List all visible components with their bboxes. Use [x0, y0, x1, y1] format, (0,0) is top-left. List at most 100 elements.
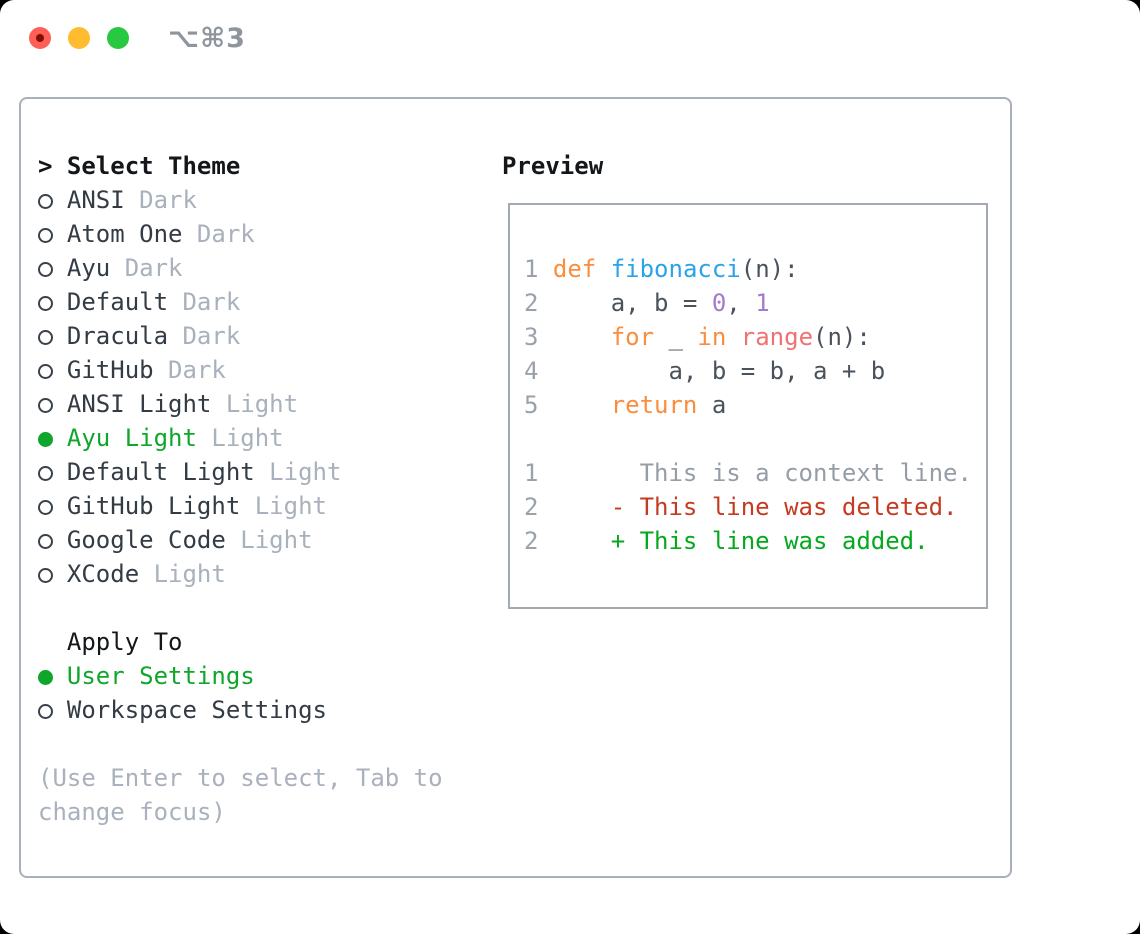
radio-marker: [38, 523, 67, 557]
theme-option-ansi-light[interactable]: ANSI Light Light: [38, 387, 488, 421]
preview-code-line: [524, 422, 972, 456]
keyboard-hint: (Use Enter to select, Tab to change focu…: [38, 764, 443, 826]
theme-option-atom-one[interactable]: Atom One Dark: [38, 217, 488, 251]
theme-name-label: Atom One: [66, 220, 183, 248]
theme-name-label: Ayu: [66, 254, 111, 282]
preview-code-line: 1 def fibonacci(n):: [524, 252, 972, 286]
radio-marker: [38, 387, 67, 421]
line-number: 1: [524, 255, 539, 283]
radio-marker: [38, 489, 67, 523]
radio-marker: [38, 217, 67, 251]
theme-name-label: GitHub Light: [66, 492, 241, 520]
radio-marker: [38, 659, 67, 693]
radio-marker: [38, 693, 67, 727]
radio-marker: [38, 455, 67, 489]
code-token: a, b = b, a + b: [552, 357, 886, 385]
code-token: + This line was added.: [552, 527, 929, 555]
radio-icon: [38, 466, 53, 481]
radio-icon: [38, 262, 53, 277]
radio-selected-icon: [38, 432, 53, 447]
select-theme-title: Select Theme: [66, 152, 241, 180]
line-number: 2: [524, 493, 539, 521]
theme-variant-label: Light: [225, 390, 299, 418]
radio-icon: [38, 364, 53, 379]
radio-marker: [38, 285, 67, 319]
code-token: [726, 323, 740, 351]
preview-code-line: 2 + This line was added.: [524, 524, 972, 558]
theme-variant-label: Light: [211, 424, 284, 452]
radio-marker: [38, 251, 67, 285]
radio-selected-icon: [38, 670, 53, 685]
maximize-button[interactable]: [107, 27, 129, 49]
minimize-button[interactable]: [68, 27, 90, 49]
line-number: 5: [524, 391, 539, 419]
theme-variant-label: Light: [153, 560, 226, 588]
theme-name-label: Dracula: [66, 322, 169, 350]
preview-code-line: 2 a, b = 0, 1: [524, 286, 972, 320]
radio-icon: [38, 330, 53, 345]
code-token: return: [610, 391, 698, 419]
radio-marker: [38, 557, 67, 591]
theme-variant-label: Dark: [182, 288, 241, 316]
titlebar: ⌥⌘3: [0, 0, 1140, 70]
code-token: ,: [726, 289, 756, 317]
radio-icon: [38, 704, 53, 719]
close-dot-icon: [36, 34, 44, 42]
radio-icon: [38, 194, 53, 209]
theme-name-label: Default Light: [66, 458, 255, 486]
theme-name-label: ANSI: [66, 186, 125, 214]
preview-title: Preview: [502, 152, 604, 180]
code-token: This is a context line.: [552, 459, 972, 487]
code-token: for: [610, 323, 655, 351]
radio-marker: [38, 421, 67, 455]
code-token: - This line was deleted.: [552, 493, 958, 521]
close-button[interactable]: [29, 27, 51, 49]
line-number: 2: [524, 527, 539, 555]
code-token: [553, 323, 611, 351]
radio-icon: [38, 500, 53, 515]
radio-marker: [38, 319, 67, 353]
apply-option-workspace-settings[interactable]: Workspace Settings: [38, 693, 488, 727]
cursor-arrow-icon: >: [38, 152, 53, 180]
line-number: 1: [524, 459, 539, 487]
code-token: [553, 391, 611, 419]
code-token: 1: [755, 289, 770, 317]
theme-variant-label: Dark: [196, 220, 255, 248]
theme-name-label: ANSI Light: [66, 390, 212, 418]
code-token: range: [740, 323, 814, 351]
apply-option-label: Workspace Settings: [66, 696, 327, 724]
apply-option-user-settings[interactable]: User Settings: [38, 659, 488, 693]
code-token: (n):: [740, 255, 799, 283]
theme-variant-label: Light: [269, 458, 342, 486]
code-token: def: [552, 255, 597, 283]
code-token: a, b =: [552, 289, 712, 317]
select-theme-header: > Select Theme: [38, 149, 488, 183]
code-token: [596, 255, 610, 283]
window-shortcut-label: ⌥⌘3: [168, 23, 246, 54]
code-token: 0: [711, 289, 727, 317]
radio-icon: [38, 398, 53, 413]
radio-marker: [38, 183, 67, 217]
code-token: fibonacci: [610, 255, 741, 283]
radio-icon: [38, 296, 53, 311]
line-number: 2: [524, 289, 539, 317]
apply-to-header: Apply To: [38, 625, 488, 659]
theme-option-default-light[interactable]: Default Light Light: [38, 455, 488, 489]
radio-icon: [38, 534, 53, 549]
apply-option-label: User Settings: [66, 662, 255, 690]
theme-name-label: GitHub: [66, 356, 154, 384]
